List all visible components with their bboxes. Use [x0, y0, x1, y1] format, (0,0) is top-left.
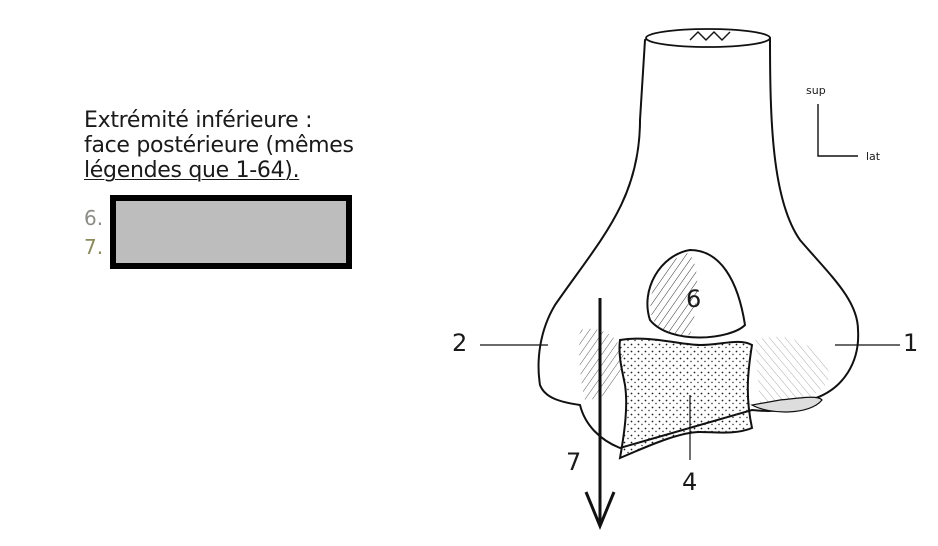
top-cut-hatch — [689, 31, 731, 41]
medial-epicondyle-hatch — [579, 328, 625, 400]
trochlea — [618, 337, 754, 460]
label-2: 2 — [452, 329, 468, 357]
legend-item-7-number: 7. — [84, 235, 104, 259]
caption-text: Extrémité inférieure : face postérieure … — [84, 108, 424, 183]
caption-line-2: face postérieure (mêmes — [84, 133, 354, 158]
orientation-label-lat: lat — [866, 150, 881, 163]
caption-line-3: légendes que 1-64). — [84, 158, 300, 183]
lateral-lower-lip — [750, 396, 823, 413]
lateral-condyle-shading — [755, 336, 830, 405]
label-1: 1 — [903, 329, 919, 357]
arrow-7-head — [584, 491, 616, 530]
caption-line-1: Extrémité inférieure : — [84, 108, 313, 133]
olecranon-fossa-hatch — [650, 253, 698, 336]
redaction-box — [110, 195, 352, 269]
label-4: 4 — [682, 468, 698, 496]
legend-item-6-number: 6. — [84, 206, 104, 230]
orientation-label-sup: sup — [806, 84, 826, 97]
label-7: 7 — [566, 448, 582, 476]
label-6: 6 — [686, 285, 702, 313]
orientation-axes — [817, 104, 858, 157]
